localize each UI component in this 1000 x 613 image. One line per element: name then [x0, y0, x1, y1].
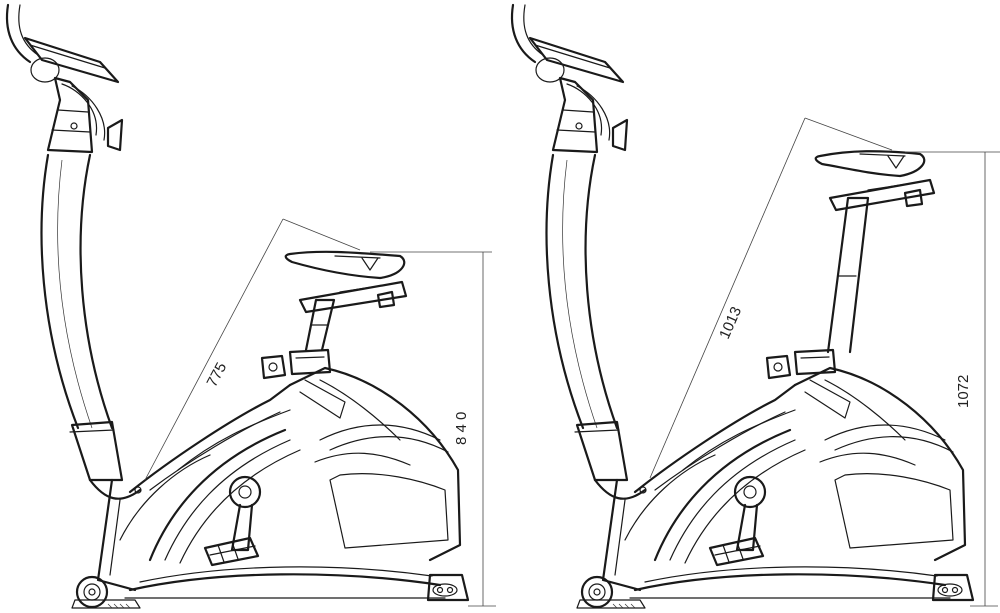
- seat-height-label-high: 1072: [955, 375, 972, 408]
- diagonal-label-high: 1013: [716, 304, 745, 341]
- height-label-high: 1072: [955, 375, 972, 408]
- height-label-low: 1072 8 4 0: [453, 412, 470, 445]
- seat-height-label-low-visible: 8 4 0: [453, 412, 470, 445]
- bike-figure-high: [510, 3, 1000, 610]
- diagonal-label-low: 775: [204, 360, 231, 390]
- bike-figure-low: [5, 3, 496, 610]
- seat-reach-label-high: 1013: [716, 304, 745, 341]
- seat-reach-label-low: 775: [204, 360, 231, 390]
